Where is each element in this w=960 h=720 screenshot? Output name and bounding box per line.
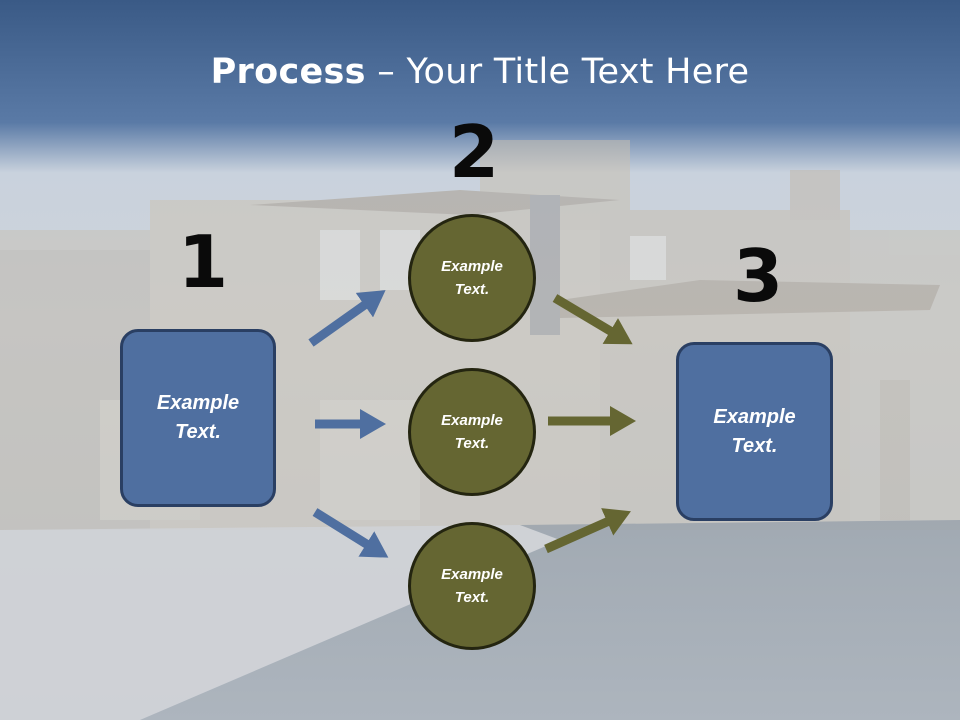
circle-top-line2: Text. — [454, 281, 490, 298]
arrow-from-bottom-circle — [544, 508, 631, 554]
step-number-3: 3 — [733, 234, 784, 318]
right-box-line2: Text. — [731, 434, 778, 457]
title-rest: – Your Title Text Here — [365, 52, 750, 92]
arrow-to-top-circle — [308, 290, 386, 347]
circle-bottom-line1: Example — [441, 566, 503, 583]
circle-middle-line1: Example — [441, 412, 503, 429]
left-box-line2: Text. — [175, 421, 221, 443]
step-number-2: 2 — [449, 110, 500, 194]
left-box-line1: Example — [156, 392, 240, 414]
arrow-to-bottom-circle — [312, 508, 389, 558]
right-box-line1: Example — [713, 405, 796, 428]
circle-top-line1: Example — [441, 258, 503, 275]
circle-middle-line2: Text. — [454, 435, 490, 452]
title-bold: Process — [210, 52, 366, 92]
slide-title: Process – Your Title Text Here — [0, 52, 960, 92]
step-number-1: 1 — [178, 220, 229, 304]
circle-bottom-line2: Text. — [454, 589, 490, 606]
arrow-from-top-circle — [552, 294, 633, 345]
